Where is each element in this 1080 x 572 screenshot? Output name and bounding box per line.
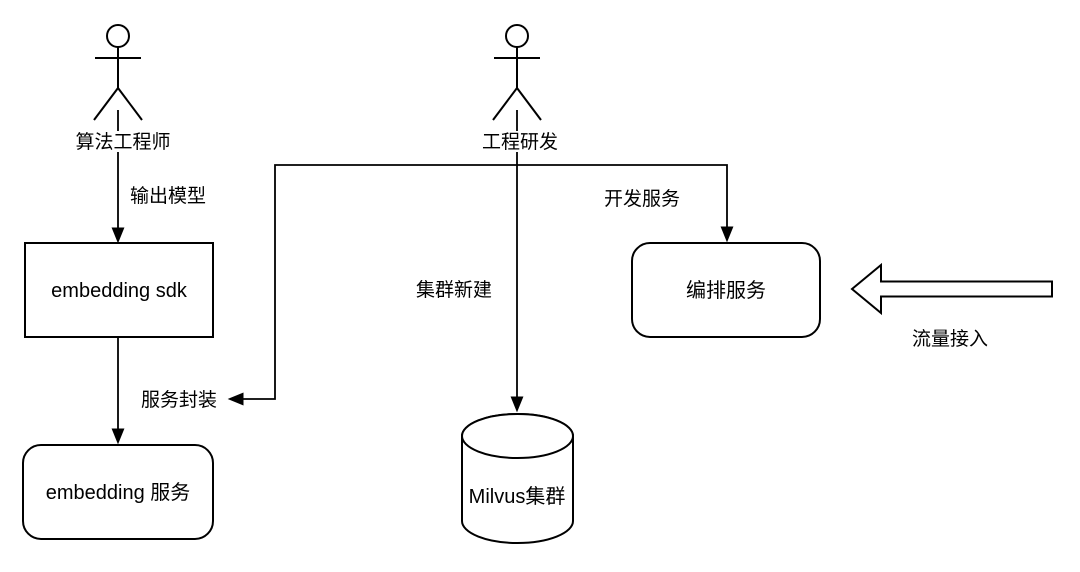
actor-engineering-dev: 工程研发 — [477, 24, 563, 153]
traffic-ingress-annotation: 流量接入 — [850, 262, 1053, 350]
stick-figure-head-icon — [106, 24, 130, 48]
actor-label: 工程研发 — [482, 131, 558, 153]
node-embedding-service: embedding 服务 — [22, 444, 214, 540]
node-label: 编排服务 — [686, 279, 766, 302]
actor-algorithm-engineer: 算法工程师 — [70, 24, 176, 153]
edge-label-develop-service: 开发服务 — [604, 188, 680, 210]
node-milvus-cluster: Milvus集群 — [461, 413, 574, 544]
node-label: embedding sdk — [51, 280, 188, 302]
node-label: Milvus集群 — [469, 485, 566, 508]
node-embedding-sdk: embedding sdk — [24, 242, 214, 338]
stick-figure-head-icon — [505, 24, 529, 48]
big-left-arrow-icon — [850, 262, 1053, 316]
edge-output-model — [111, 110, 125, 244]
edge-develop-service — [517, 164, 734, 243]
arrowhead-left-icon — [227, 392, 244, 406]
arrowhead-down-icon — [111, 227, 125, 244]
edge-label-output-model: 输出模型 — [130, 185, 206, 207]
actor-label-background — [477, 131, 563, 152]
node-label: embedding 服务 — [46, 481, 191, 504]
edge-label-service-wrap: 服务封装 — [141, 389, 217, 411]
stick-figure-leg-icon — [492, 87, 518, 121]
arrowhead-down-icon — [510, 396, 524, 413]
stick-figure-leg-icon — [516, 87, 542, 121]
edge-service-wrap — [227, 164, 517, 406]
actor-label-background — [70, 131, 176, 152]
edge-sdk-to-service — [111, 337, 125, 445]
edge-cluster-create — [510, 110, 524, 413]
cylinder-top-icon — [461, 413, 574, 459]
arrowhead-down-icon — [720, 226, 734, 243]
edge-label-cluster-create: 集群新建 — [416, 279, 492, 301]
arrowhead-down-icon — [111, 428, 125, 445]
stick-figure-leg-icon — [117, 87, 143, 121]
edge-line — [242, 164, 517, 400]
node-orchestration-service: 编排服务 — [631, 242, 821, 338]
edge-line — [517, 164, 728, 228]
traffic-ingress-label: 流量接入 — [912, 328, 988, 350]
actor-label: 算法工程师 — [75, 131, 170, 153]
node-rounded-rectangle — [631, 242, 821, 338]
node-rectangle — [24, 242, 214, 338]
stick-figure-leg-icon — [93, 87, 119, 121]
node-rounded-rectangle — [22, 444, 214, 540]
